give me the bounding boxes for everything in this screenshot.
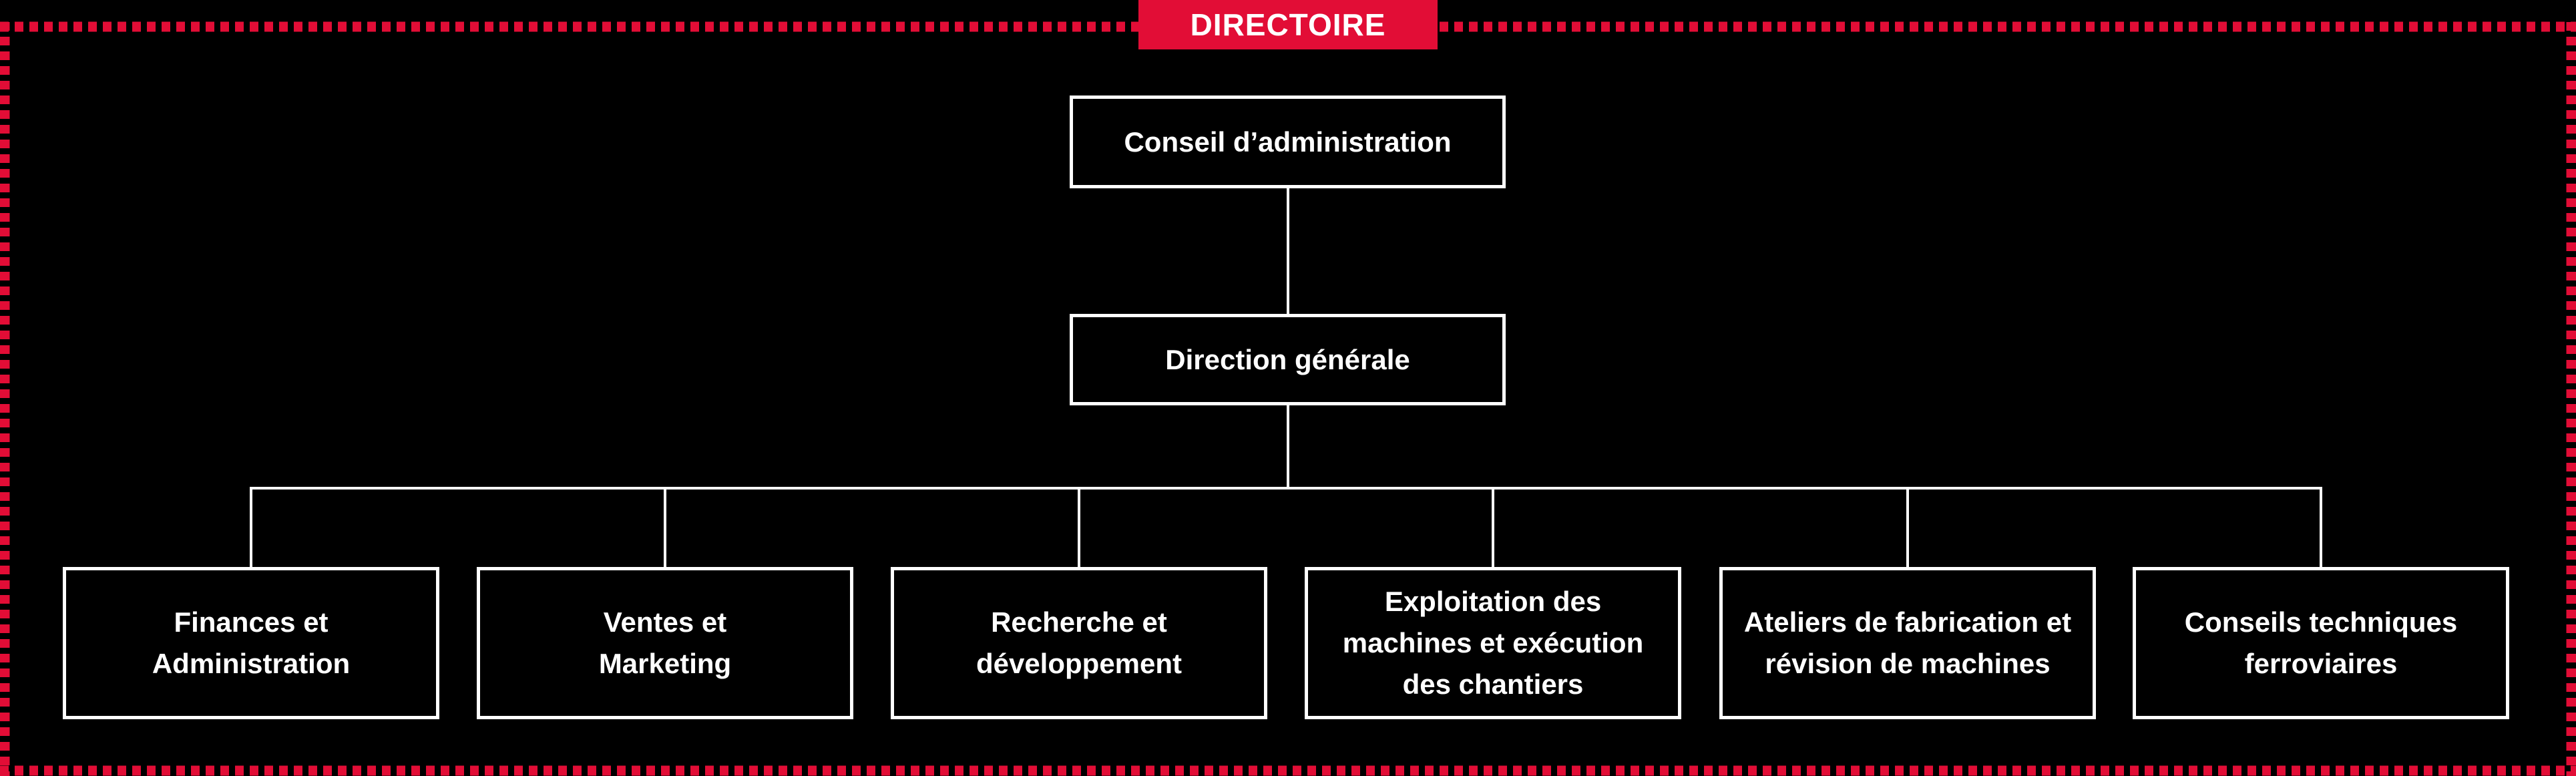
org-node-sales: Ventes et Marketing (477, 567, 853, 719)
org-node-general-management: Direction générale (1070, 314, 1506, 405)
org-node-operations-label: Exploitation des machines et exécution d… (1342, 586, 1644, 700)
org-node-board: Conseil d’administration (1070, 95, 1506, 188)
org-node-rail-consulting-label: Conseils techniques ferroviaires (2184, 606, 2458, 679)
org-node-sales-label: Ventes et Marketing (598, 606, 732, 679)
org-node-rnd: Recherche et développement (891, 567, 1267, 719)
org-node-rail-consulting: Conseils techniques ferroviaires (2133, 567, 2509, 719)
org-node-finance: Finances et Administration (63, 567, 439, 719)
chart-title: DIRECTOIRE (1190, 7, 1386, 42)
org-node-general-management-label: Direction générale (1165, 343, 1410, 375)
org-node-operations: Exploitation des machines et exécution d… (1305, 567, 1681, 719)
org-node-finance-label: Finances et Administration (152, 606, 351, 679)
org-node-workshops-label: Ateliers de fabrication et révision de m… (1743, 606, 2072, 679)
chart-title-tag: DIRECTOIRE (1138, 0, 1438, 49)
org-node-board-label: Conseil d’administration (1124, 126, 1452, 158)
org-node-workshops: Ateliers de fabrication et révision de m… (1719, 567, 2096, 719)
org-node-rnd-label: Recherche et développement (976, 606, 1183, 679)
